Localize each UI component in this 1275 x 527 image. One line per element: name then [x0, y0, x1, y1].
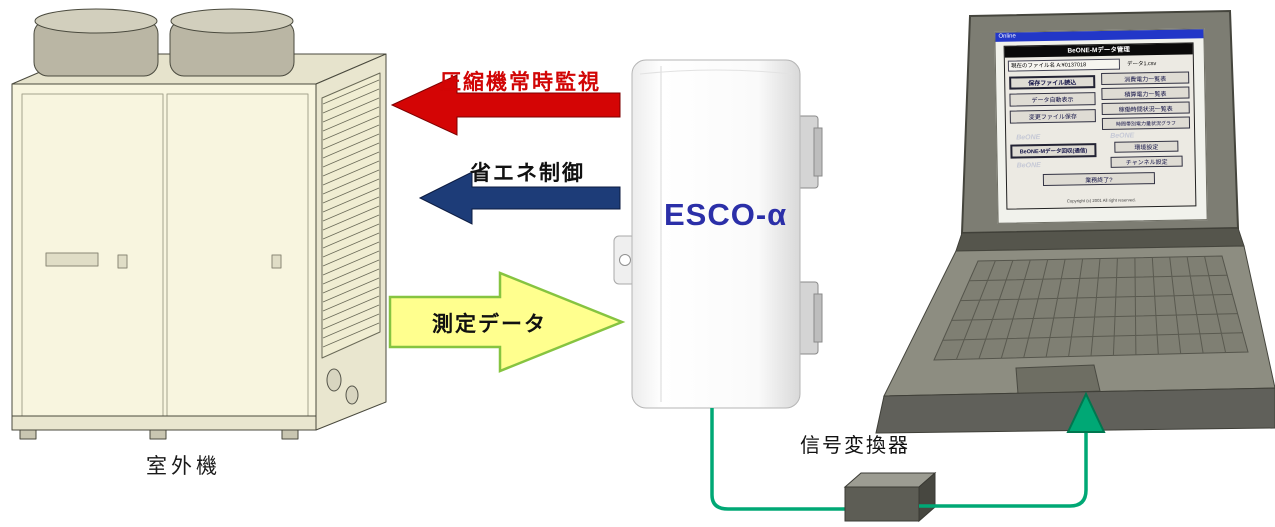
unit-side-vent-1 [326, 368, 342, 392]
esco-mount-hole [619, 254, 631, 266]
fan-housing-left [33, 8, 159, 77]
esco-device-illustration [613, 59, 823, 409]
laptop-front-edge [875, 387, 1275, 434]
converter-front-face [844, 486, 920, 522]
watermark-text: BeONE [1016, 162, 1041, 170]
unit-side-grille [321, 72, 381, 359]
watermark-text: BeONE [1016, 134, 1041, 142]
file-name-field: 現在のファイル名 A:¥0137018 [1007, 58, 1121, 72]
file-value-label: データ1.csv [1126, 61, 1157, 68]
app-window: BeONE-Mデータ管理 現在のファイル名 A:¥0137018 データ1.cs… [1003, 42, 1197, 210]
keyboard-grid-icon [942, 256, 1243, 360]
fan-housing-right [169, 8, 295, 77]
unit-handle-right [271, 254, 282, 269]
watermark-text: BeONE [1110, 132, 1135, 140]
unit-right-door [166, 93, 309, 417]
compressor-monitoring-arrow-icon [390, 74, 621, 136]
outdoor-unit-illustration [11, 8, 387, 440]
mini-button-auto-display: データ自動表示 [1009, 92, 1096, 107]
unit-foot [149, 429, 167, 440]
laptop-screen-content: Online BeONE-Mデータ管理 現在のファイル名 A:¥0137018 … [994, 28, 1208, 224]
mini-button-data-collect: BeONE-Mデータ回収(通信) [1010, 143, 1097, 159]
mini-button-load-file: 保存ファイル読込 [1009, 75, 1096, 90]
unit-handle-left [117, 254, 128, 269]
unit-foot [281, 429, 299, 440]
mini-button-integrated-power-list: 積算電力一覧表 [1101, 86, 1190, 100]
mini-button-power-graph: 時間帯別電力量状況グラフ [1101, 116, 1191, 130]
esco-top-seam [639, 69, 793, 75]
copyright-text: Copyright (c) 2001 All right reserved. [1066, 197, 1136, 205]
os-titlebar-text: Online [998, 33, 1016, 40]
compressor-monitoring-label: 圧縮機常時監視 [440, 71, 601, 94]
app-window-titlebar: BeONE-Mデータ管理 [1004, 43, 1193, 58]
signal-converter-label: 信号変換器 [800, 435, 910, 457]
mini-button-channel-settings: チャンネル設定 [1110, 155, 1183, 168]
cable-converter-to-laptop [919, 430, 1088, 508]
screen-os-titlebar: Online [995, 29, 1204, 42]
unit-foot [19, 429, 37, 440]
mini-button-power-list: 消費電力一覧表 [1101, 71, 1190, 85]
unit-side-vent-2 [345, 385, 359, 405]
measurement-data-label: 測定データ [432, 313, 547, 336]
mini-button-save-file: 変更ファイル保存 [1009, 109, 1096, 124]
cable-esco-to-converter [710, 408, 845, 511]
laptop-keyboard [933, 255, 1249, 361]
unit-vent-slot [45, 252, 99, 267]
unit-base [11, 415, 317, 431]
outdoor-unit-label: 室外機 [146, 455, 221, 478]
laptop-touchpad [1015, 364, 1101, 395]
grille-fins-icon [322, 79, 380, 348]
energy-saving-label: 省エネ制御 [470, 162, 585, 185]
signal-converter-box [843, 471, 937, 523]
green-up-arrow-icon [1066, 391, 1106, 433]
mini-button-env-settings: 環境設定 [1114, 140, 1179, 153]
mini-button-operating-status-list: 稼働時間状況一覧表 [1101, 101, 1190, 115]
esco-body [631, 59, 801, 409]
energy-saving-arrow-icon [418, 171, 621, 225]
measurement-data-arrow-icon [388, 271, 626, 373]
esco-connector-bottom-stub [813, 293, 823, 343]
device-name-label: ESCO-α [664, 197, 788, 232]
esco-connector-top-stub [813, 127, 823, 177]
mini-button-exit: 業務終了? [1042, 172, 1156, 187]
